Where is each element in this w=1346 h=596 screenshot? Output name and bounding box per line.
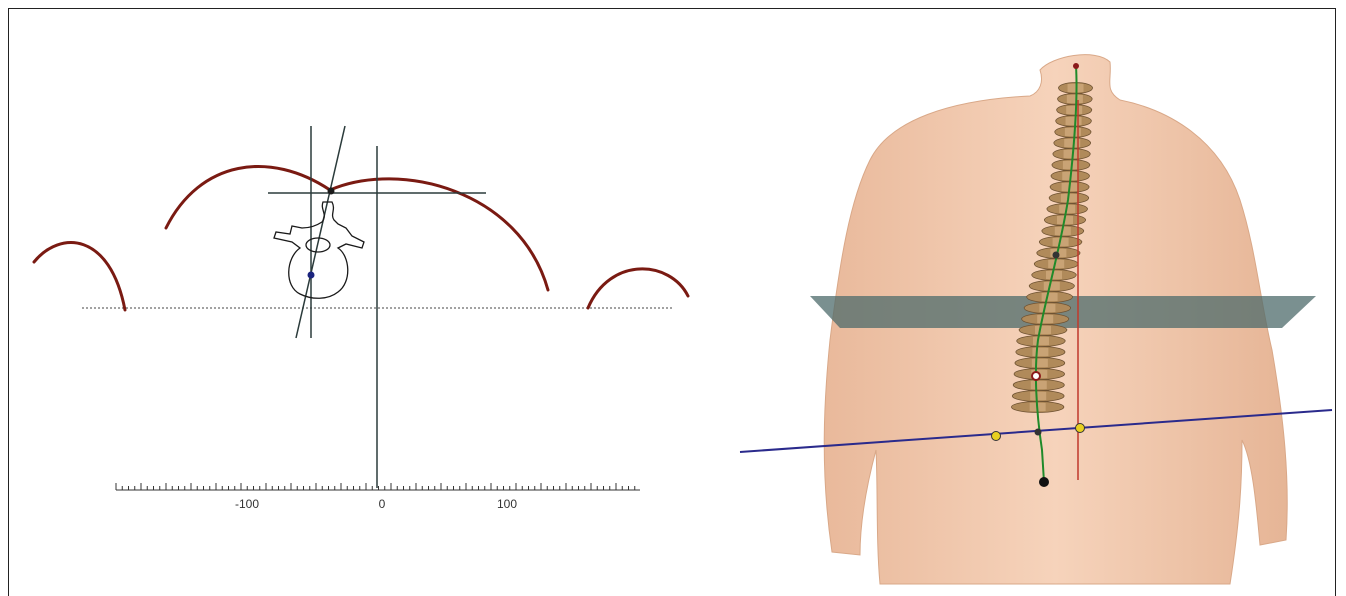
vertebra-body: [1067, 84, 1084, 92]
vertebra-body: [1043, 282, 1060, 290]
back-contour-left: [164, 165, 332, 230]
scale-label-100: 100: [497, 497, 517, 511]
vertebra-body: [1031, 359, 1048, 367]
vertebra-body: [1064, 139, 1081, 147]
lumbar-apex-point: [1031, 371, 1041, 381]
right-dimple-point: [1075, 423, 1085, 433]
vertebra-body: [1046, 271, 1062, 279]
spinal-midline: [1034, 65, 1078, 483]
vertebra-body: [1035, 326, 1051, 334]
vertebra-tilted-line: [295, 125, 346, 339]
vertebra-body: [1041, 293, 1058, 301]
scale-label-0: 0: [379, 497, 386, 511]
vertebra-body: [1048, 260, 1065, 268]
vertebra-body: [1065, 117, 1082, 125]
back-surface-render: [739, 54, 1333, 585]
cleft-point: [1039, 477, 1049, 487]
figure-frame: [8, 8, 1336, 596]
left-dimple-point: [991, 431, 1001, 441]
vertebra-body: [1030, 392, 1047, 400]
vertebra-body: [1037, 315, 1054, 323]
sacrum-point: [1034, 428, 1042, 436]
vertebra-body: [1066, 95, 1083, 103]
body-contour: [32, 165, 690, 312]
spinous-process-point: [327, 187, 335, 195]
back-contour-right: [328, 177, 550, 292]
vertebra-body: [1064, 128, 1081, 136]
spine-apex-point: [1052, 251, 1060, 259]
vertebra-body: [1032, 337, 1049, 345]
vertebra-body: [1039, 304, 1056, 312]
vertebra-prominens-point: [1073, 63, 1079, 69]
cross-section-plot: -100 0 100: [32, 125, 690, 511]
scale-ruler: [115, 483, 640, 491]
vertebra-center-point: [307, 271, 315, 279]
scale-label-neg100: -100: [235, 497, 259, 511]
vertebra-body: [1063, 150, 1080, 158]
left-arm-contour: [32, 241, 127, 312]
vertebra-outline: [273, 201, 365, 299]
vertebra-body: [1030, 381, 1047, 389]
vertebra-body: [1032, 348, 1049, 356]
vertebra-body: [1066, 106, 1083, 114]
right-arm-contour: [586, 267, 690, 310]
